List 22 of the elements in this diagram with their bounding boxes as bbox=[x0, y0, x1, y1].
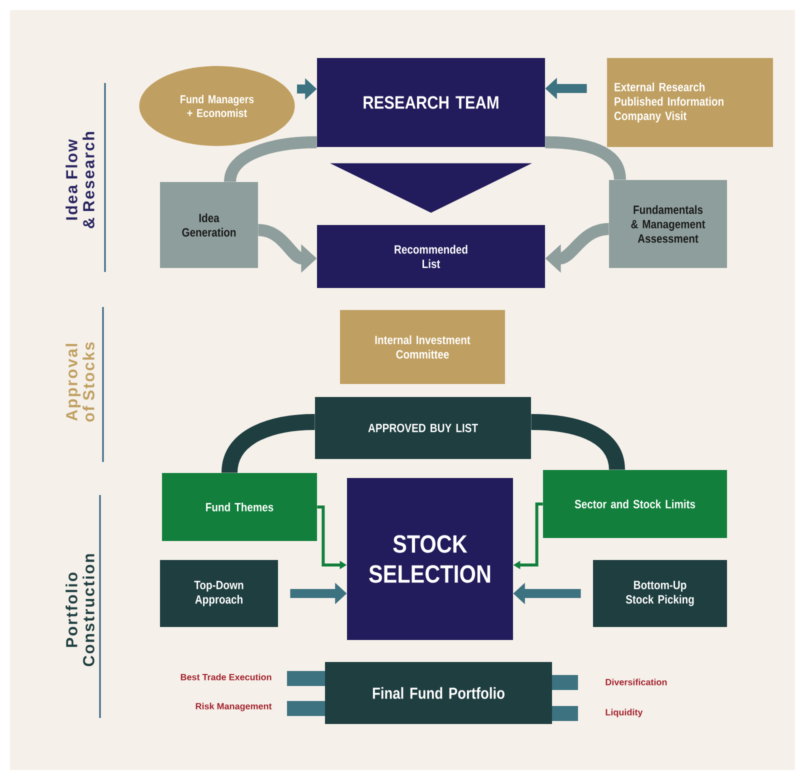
section-label: Idea Flow & Research bbox=[66, 132, 94, 228]
process-box: Fund Themes bbox=[162, 473, 317, 541]
section-label: Portfolio Construction bbox=[66, 554, 94, 666]
side-label: Diversification bbox=[606, 678, 667, 686]
process-box: Recommended List bbox=[317, 225, 545, 288]
process-box: STOCK SELECTION bbox=[347, 478, 513, 640]
side-label: Best Trade Execution bbox=[180, 674, 272, 680]
side-label: Risk Management bbox=[196, 702, 272, 712]
process-box: Internal Investment Committee bbox=[340, 310, 505, 384]
ellipse-node: Fund Managers + Economist bbox=[139, 66, 295, 146]
process-box: Sector and Stock Limits bbox=[543, 470, 727, 538]
process-box: Bottom-Up Stock Picking bbox=[593, 560, 727, 627]
process-box: Fundamentals & Management Assessment bbox=[609, 180, 727, 268]
process-box: Top-Down Approach bbox=[160, 560, 278, 627]
section-label: Approval of Stocks bbox=[66, 342, 94, 422]
process-box: Final Fund Portfolio bbox=[325, 662, 552, 724]
process-box: Idea Generation bbox=[160, 182, 258, 268]
process-box: RESEARCH TEAM bbox=[317, 58, 545, 147]
process-box: External Research Published Information Company Visit bbox=[607, 58, 773, 147]
chevron bbox=[330, 163, 532, 213]
process-box: APPROVED BUY LIST bbox=[315, 397, 531, 459]
side-label: Liquidity bbox=[606, 708, 643, 718]
